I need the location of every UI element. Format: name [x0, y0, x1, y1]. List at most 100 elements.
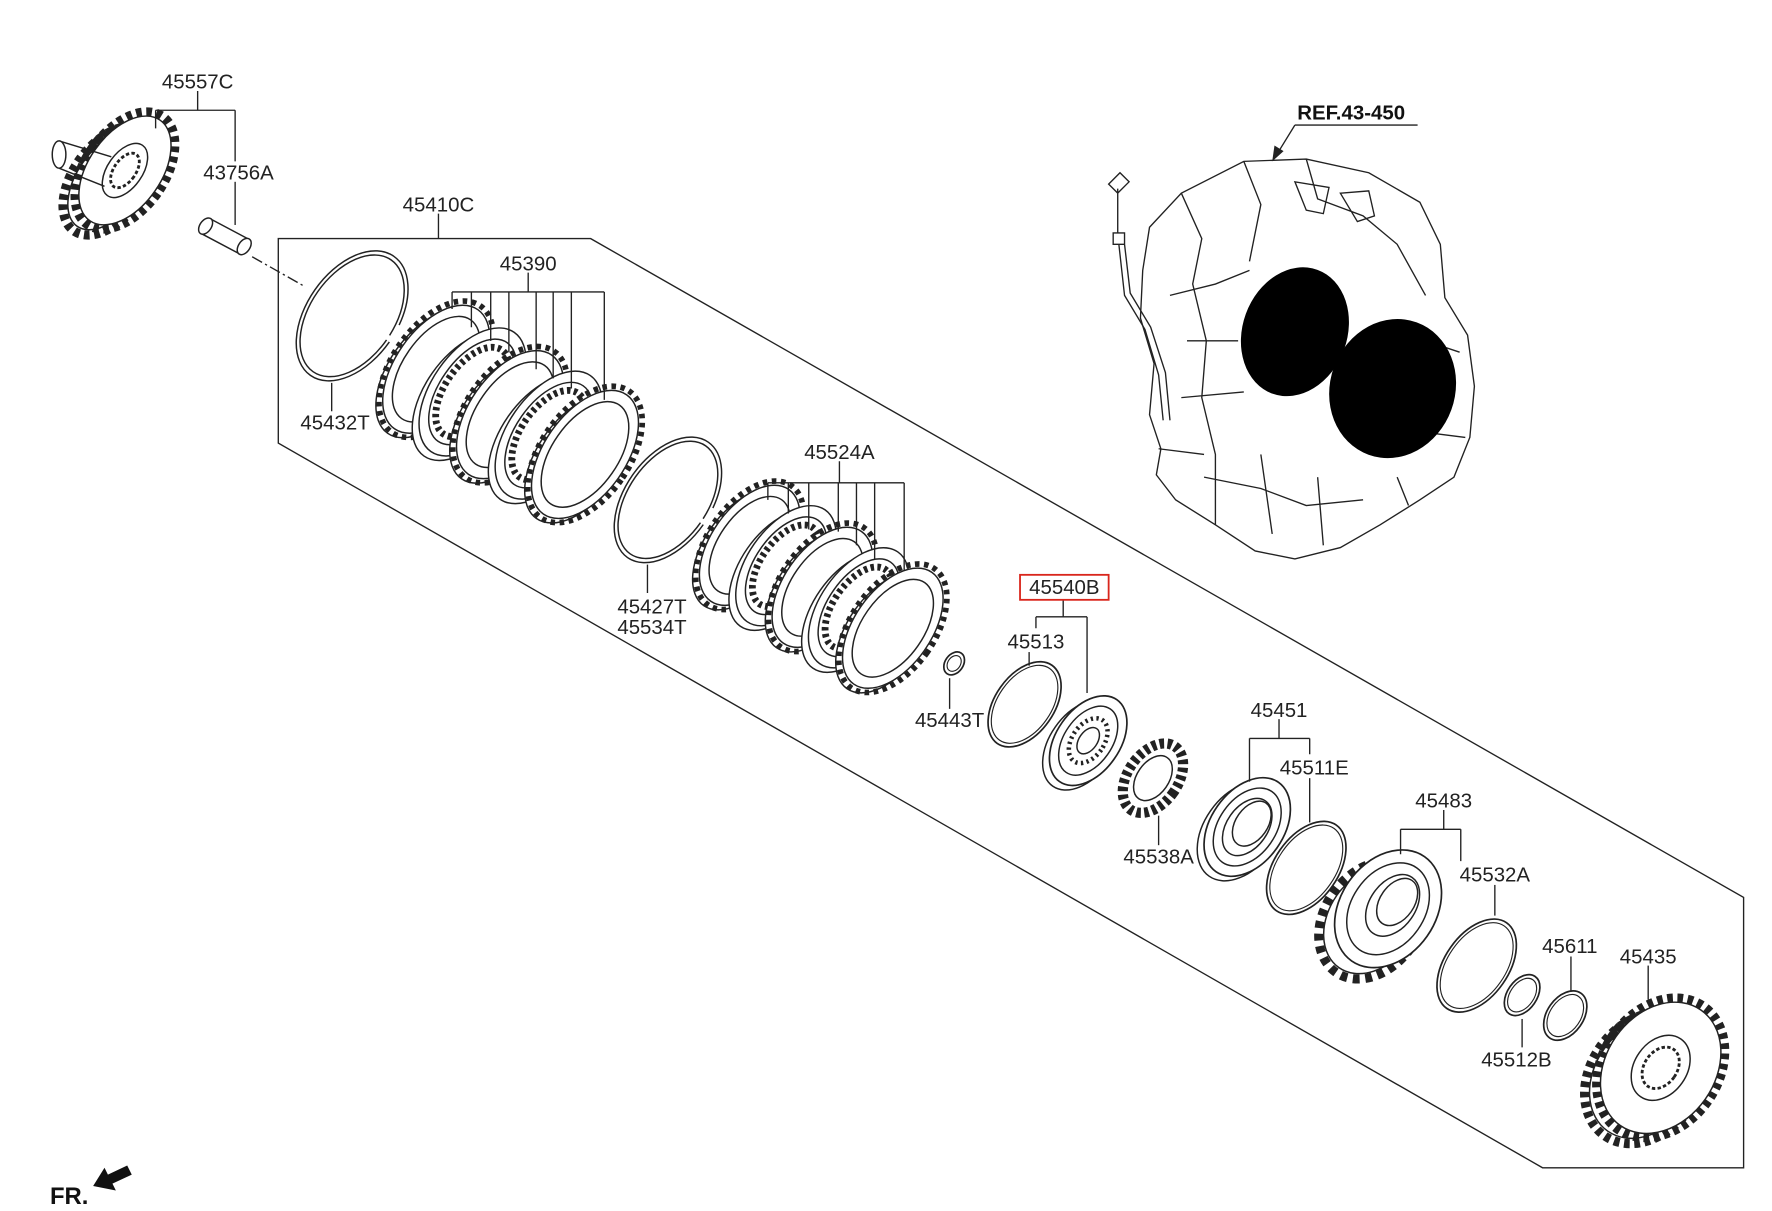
- part-45483-drum: [1314, 849, 1443, 984]
- part-45427T-snap-ring-outer: [613, 436, 723, 564]
- part-45524A-plate-5-teeth: [835, 561, 950, 696]
- transmission-assembly: REF.43-450: [1107, 101, 1476, 560]
- part-45611-ring-inner: [1546, 993, 1585, 1038]
- piston-bore: [1066, 715, 1110, 766]
- bushing-body: [201, 217, 248, 256]
- shaft-end: [51, 140, 67, 169]
- part-45557C-gear-shaft-hub: [101, 142, 149, 199]
- label-45512B: 45512B: [1481, 1049, 1551, 1072]
- leader-45390: [451, 272, 605, 400]
- part-45512B-ring: [1503, 973, 1541, 1017]
- part-45557C-gear-shaft-front-teeth: [70, 107, 180, 234]
- assembly-frame: [277, 237, 1745, 1169]
- part-45557C-gear-shaft-front-face: [78, 115, 172, 226]
- highlight-box-45540B: [1019, 573, 1110, 601]
- part-45511E-seal-inner: [1269, 824, 1344, 912]
- part-45512B-ring-inner: [1507, 977, 1538, 1013]
- part-45432T-snap-ring-inner: [299, 254, 405, 378]
- retainer-lip: [1212, 787, 1282, 867]
- label-43756A: 43756A: [203, 162, 274, 185]
- reference-arrowhead: [1272, 145, 1284, 162]
- part-45443T-ring-outer: [942, 651, 966, 676]
- part-45390-plate-5-face: [530, 389, 640, 520]
- part-45524A-plate-5-bore: [851, 578, 935, 678]
- part-45513-o-ring: [987, 660, 1062, 748]
- label-45443T: 45443T: [915, 709, 985, 732]
- retainer-face: [1203, 776, 1292, 878]
- part-45557C-gear-shaft: [51, 107, 180, 240]
- label-45483: 45483: [1415, 790, 1472, 813]
- part-45532A-seal-inner: [1439, 922, 1514, 1010]
- dipstick: [1107, 171, 1171, 421]
- drum-rim: [1345, 862, 1431, 956]
- part-45611-ring: [1542, 990, 1588, 1042]
- label-45540B: 45540B: [1029, 576, 1099, 599]
- part-45532A-seal: [1436, 918, 1518, 1013]
- front-arrow-icon: [93, 1165, 132, 1191]
- drum-bore-inner: [1375, 877, 1419, 927]
- piston-hub: [1076, 726, 1101, 755]
- front-marker: FR.: [50, 1165, 132, 1210]
- part-45390-plate-5-bore: [540, 400, 630, 508]
- part-45532A-seal-outer: [1436, 918, 1518, 1013]
- part-45511E-seal: [1265, 820, 1347, 916]
- transmission-housing-opening-right: [1329, 319, 1457, 459]
- part-45513-o-ring-outer: [987, 660, 1062, 748]
- front-marker-label: FR.: [50, 1183, 88, 1210]
- bushing-end-left: [197, 217, 214, 235]
- leader-45524A: [767, 461, 905, 571]
- part-45524A-plate-5-face: [841, 567, 944, 690]
- label-45390: 45390: [500, 252, 557, 275]
- label-45410C: 45410C: [403, 193, 475, 216]
- part-45512B-ring-outer: [1503, 973, 1541, 1017]
- label-45532A: 45532A: [1460, 864, 1531, 887]
- label-45524A: 45524A: [804, 441, 875, 464]
- label-45511E: 45511E: [1280, 757, 1349, 780]
- part-45611-ring-outer: [1542, 990, 1588, 1042]
- part-45432T-snap-ring: [295, 250, 409, 382]
- reference-underline: [1276, 124, 1418, 155]
- parts-layer: [51, 107, 1730, 1149]
- transmission-outline: [1139, 158, 1476, 560]
- leader-45451: [1248, 719, 1311, 782]
- part-45435-gear-bore: [1640, 1045, 1681, 1090]
- leader-45483: [1399, 809, 1462, 862]
- label-45427T: 45427T: [617, 595, 687, 618]
- part-45511E-seal-outer: [1265, 820, 1347, 916]
- label-45435: 45435: [1620, 945, 1677, 968]
- spring-coils: [1117, 738, 1189, 818]
- label-45611: 45611: [1542, 935, 1597, 958]
- part-43756A-bushing: [197, 217, 252, 256]
- part-45435-gear-hub: [1630, 1034, 1691, 1102]
- piston-rim: [1057, 705, 1119, 776]
- label-45538A: 45538A: [1123, 845, 1194, 868]
- drum-bore: [1364, 873, 1421, 937]
- part-45540B-piston: [1041, 694, 1128, 791]
- transmission-housing-opening-left: [1240, 267, 1349, 397]
- part-45538A-return-spring: [1117, 738, 1189, 818]
- spring-inner: [1132, 755, 1174, 802]
- leader-45540B: [1035, 599, 1088, 693]
- part-45513-o-ring-inner: [990, 664, 1059, 744]
- shaft-body: [58, 140, 112, 188]
- bushing-end-right: [236, 237, 252, 256]
- piston-face: [1048, 694, 1128, 787]
- centerline: [251, 256, 305, 287]
- part-45432T-snap-ring-outer: [295, 250, 409, 382]
- part-45435-gear-front-face: [1599, 1001, 1722, 1135]
- part-45524A-plate-5: [834, 561, 950, 696]
- label-45557C: 45557C: [162, 71, 234, 94]
- label-45432T: 45432T: [300, 411, 370, 434]
- leader-lines: [154, 90, 1649, 1048]
- reference-label: REF.43-450: [1297, 101, 1405, 124]
- part-45435-gear: [1580, 993, 1730, 1149]
- label-45534T: 45534T: [617, 616, 687, 639]
- part-45435-gear-front-teeth: [1592, 993, 1730, 1143]
- part-labels: 45557C 43756A 45410C 45390 45432T 45524A…: [162, 71, 1677, 1072]
- part-45557C-gear-shaft-bore: [109, 151, 141, 190]
- label-45451: 45451: [1251, 699, 1308, 722]
- part-45451-retainer: [1196, 776, 1292, 882]
- retainer-bore: [1221, 797, 1273, 857]
- part-45390-plate-5: [523, 383, 646, 526]
